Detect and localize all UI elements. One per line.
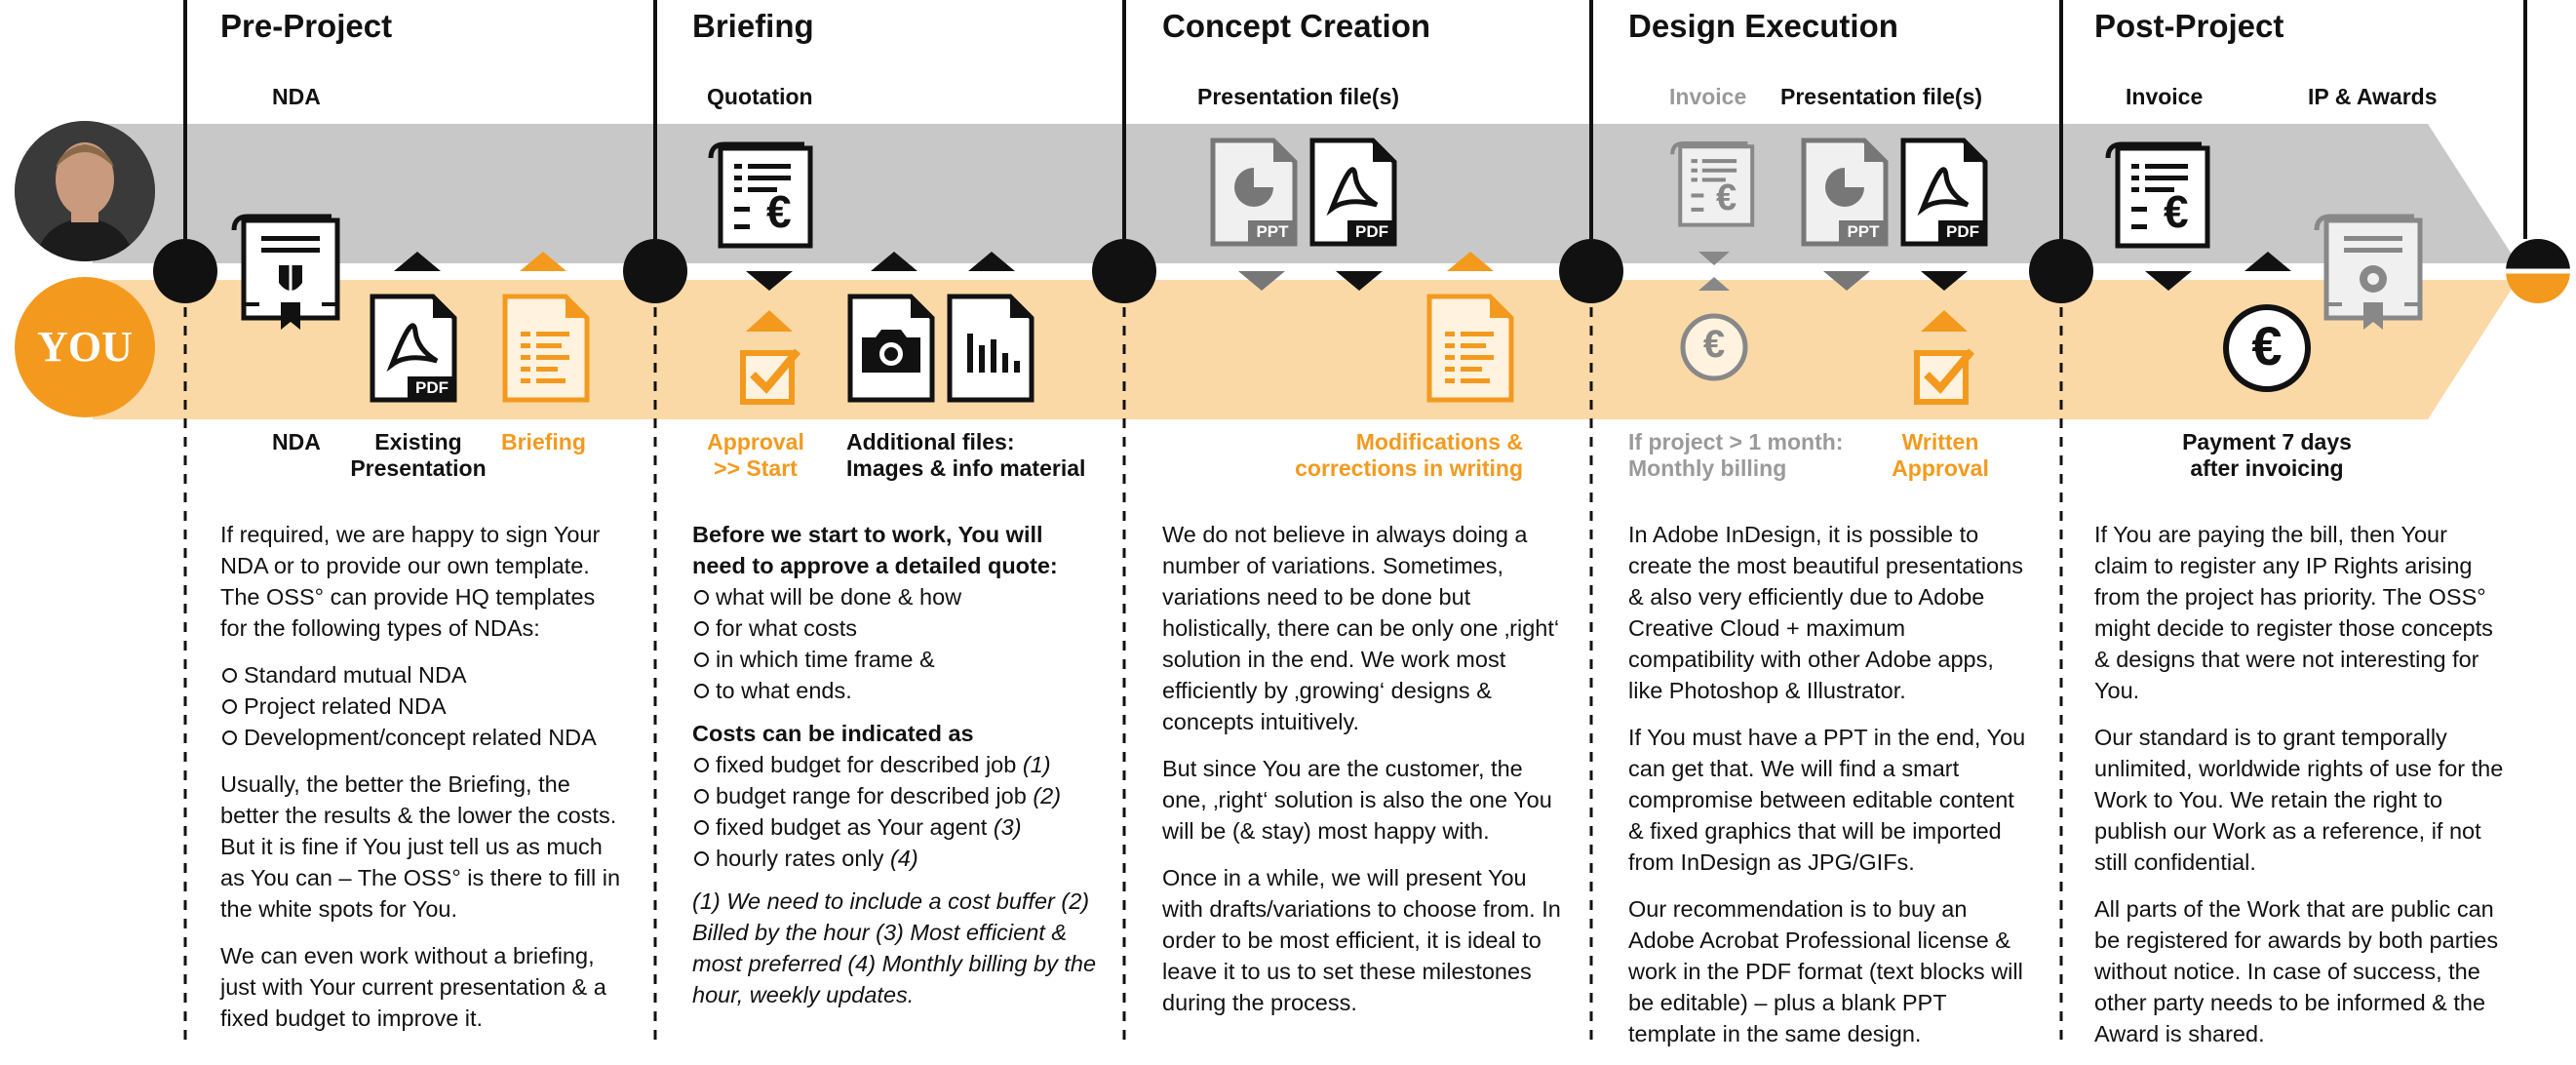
paragraph: We can even work without a briefing, jus… (220, 943, 606, 1031)
pdf-label-concept: PDF (1355, 222, 1388, 241)
ppt-label: PPT (1256, 222, 1289, 241)
paragraph: In Adobe InDesign, it is possible to cre… (1628, 522, 2023, 703)
you-badge: YOU (15, 277, 155, 417)
heading: Before we start to work, You will need t… (692, 522, 1058, 578)
costs-list: fixed budget for described job (1) budge… (692, 749, 1102, 874)
top-label-ip-awards: IP & Awards (2308, 84, 2438, 109)
bottom-label-payment: Payment 7 days after invoicing (2182, 429, 2352, 481)
body-post-project: If You are paying the bill, then Your cl… (2094, 519, 2504, 1065)
client-band (93, 280, 2517, 419)
bottom-label-briefing: Briefing (501, 429, 586, 454)
bottom-label-written-approval: Written Approval (1892, 429, 1989, 481)
paragraph: Our standard is to grant temporally unli… (2094, 725, 2504, 875)
top-label-presentation-files: Presentation file(s) (1197, 84, 1400, 109)
direction-arrows (394, 252, 2291, 332)
pdf-file-icon (370, 294, 457, 403)
list-item: fixed budget for described job (1) (692, 749, 1102, 780)
paragraph: If You are paying the bill, then Your cl… (2094, 522, 2493, 703)
euro-sign-invoice-grey: € (1716, 178, 1737, 218)
body-briefing: Before we start to work, You will need t… (692, 519, 1102, 1026)
list-item: budget range for described job (2) (692, 780, 1102, 811)
pdf-label-design: PDF (1946, 222, 1979, 241)
footnotes: (1) We need to include a cost buffer (2)… (692, 888, 1097, 1007)
paragraph: But since You are the customer, the one,… (1162, 756, 1552, 844)
euro-sign-coin: € (2251, 315, 2283, 376)
invoice-grey-icon (1670, 141, 1755, 227)
paragraph: Once in a while, we will present You wit… (1162, 865, 1561, 1015)
list-item: hourly rates only (4) (692, 843, 1102, 874)
phase-title-design-execution: Design Execution (1628, 8, 1898, 44)
body-design-execution: In Adobe InDesign, it is possible to cre… (1628, 519, 2034, 1065)
approval-checkbox-icon (740, 348, 801, 405)
ppt-file-icon-design (1801, 138, 1889, 247)
bottom-label-additional-files: Additional files: Images & info material (846, 429, 1086, 481)
paragraph: We do not believe in always doing a numb… (1162, 522, 1560, 734)
list-item: what will be done & how (692, 581, 1102, 612)
phase-title-pre-project: Pre-Project (220, 8, 393, 44)
bottom-label-monthly-billing: If project > 1 month: Monthly billing (1628, 429, 1844, 481)
top-label-presentation-files-2: Presentation file(s) (1780, 84, 1983, 109)
paragraph: Usually, the better the Briefing, the be… (220, 771, 621, 922)
paragraph: If You must have a PPT in the end, You c… (1628, 725, 2026, 875)
quotation-invoice-icon (708, 141, 813, 249)
euro-sign-invoice: € (2164, 186, 2189, 237)
nda-type-list: Standard mutual NDA Project related NDA … (220, 659, 622, 753)
end-dot (2506, 239, 2570, 303)
ppt-label-design: PPT (1847, 222, 1880, 241)
paragraph: Our recommendation is to buy an Adobe Ac… (1628, 896, 2023, 1046)
list-item: fixed budget as Your agent (3) (692, 811, 1102, 843)
person-photo-icon (15, 121, 155, 261)
modifications-document-icon (1426, 294, 1514, 403)
paragraph: If required, we are happy to sign Your N… (220, 522, 601, 641)
pdf-file-icon-concept (1309, 138, 1397, 247)
pdf-file-icon-design (1900, 138, 1988, 247)
body-concept-creation: We do not believe in always doing a numb… (1162, 519, 1564, 1034)
paragraph: All parts of the Work that are public ca… (2094, 896, 2499, 1046)
quote-list: what will be done & how for what costs i… (692, 581, 1102, 706)
top-label-quotation: Quotation (707, 84, 813, 109)
list-item: in which time frame & (692, 644, 1102, 675)
top-label-invoice-grey: Invoice (1669, 84, 1747, 109)
chart-file-icon (947, 294, 1034, 403)
phase-title-post-project: Post-Project (2094, 8, 2284, 44)
bottom-label-existing-presentation: Existing Presentation (350, 429, 487, 481)
body-pre-project: If required, we are happy to sign Your N… (220, 519, 622, 1049)
nda-document-icon (231, 214, 340, 330)
bottom-label-approval-start: Approval >> Start (707, 429, 804, 481)
list-item: to what ends. (692, 675, 1102, 706)
top-label-invoice: Invoice (2126, 84, 2204, 109)
list-item: Development/concept related NDA (220, 722, 622, 753)
phase-separators (183, 0, 2527, 239)
avatar (15, 121, 155, 261)
invoice-icon (2105, 141, 2210, 249)
list-item: Project related NDA (220, 690, 622, 722)
bottom-label-nda: NDA (272, 429, 321, 454)
euro-coin-icon (2223, 304, 2311, 392)
euro-sign-quotation: € (766, 186, 792, 237)
ip-certificate-icon (2314, 214, 2423, 330)
euro-sign-coin-grey: € (1702, 323, 1726, 366)
milestone-dots (153, 239, 2093, 303)
phase-title-concept-creation: Concept Creation (1162, 8, 1431, 44)
ppt-file-icon (1210, 138, 1298, 247)
list-item: for what costs (692, 612, 1102, 644)
bottom-label-modifications: Modifications & corrections in writing (1295, 429, 1523, 481)
heading: Costs can be indicated as (692, 721, 974, 746)
written-approval-checkbox-icon (1914, 348, 1975, 405)
phase-separators-dashed (183, 307, 2063, 1045)
euro-coin-grey-icon (1680, 313, 1748, 381)
briefing-document-icon (502, 294, 590, 403)
image-file-icon (847, 294, 935, 403)
top-label-nda: NDA (272, 84, 321, 109)
pdf-label: PDF (415, 378, 449, 397)
phase-title-briefing: Briefing (692, 8, 814, 44)
list-item: Standard mutual NDA (220, 659, 622, 690)
